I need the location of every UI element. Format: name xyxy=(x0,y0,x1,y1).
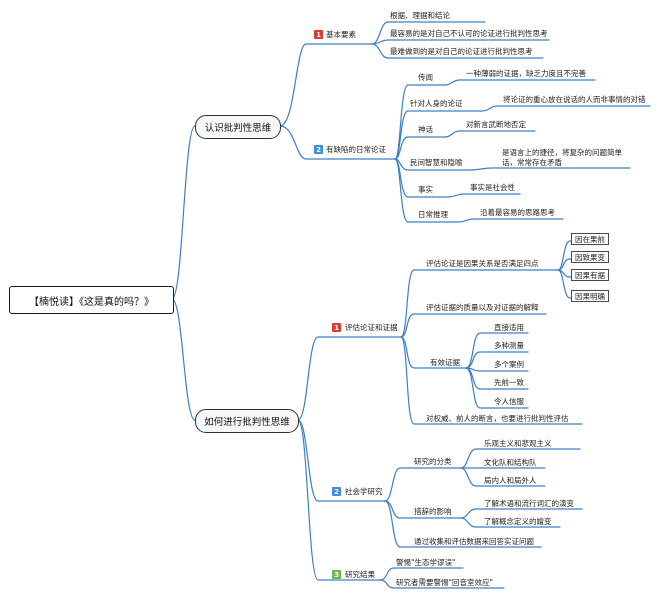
group-research-results[interactable]: 研究结果 xyxy=(345,570,375,579)
flaw-description[interactable]: 将论证的重心放在说话的人而非事情的对错 xyxy=(503,95,646,104)
flaw-description[interactable]: 对新言武断地否定 xyxy=(466,120,526,129)
evidence-quality-item[interactable]: 评估证据的质量以及对证据的解释 xyxy=(426,303,539,312)
research-result-item[interactable]: 警惕"生态学谬误" xyxy=(396,558,456,567)
research-result-item[interactable]: 研究者需要警惕"回音室效应" xyxy=(396,578,493,587)
group-basic-elements[interactable]: 基本要素 xyxy=(326,30,356,39)
priority-1-marker: 1 xyxy=(314,30,323,39)
flaw-type[interactable]: 神话 xyxy=(418,125,433,134)
valid-evidence-item[interactable]: 多个案例 xyxy=(494,360,524,369)
flaw-type[interactable]: 事实 xyxy=(418,185,433,194)
flaw-type[interactable]: 日常推理 xyxy=(418,210,448,219)
valid-evidence-item[interactable]: 多种测量 xyxy=(494,341,524,350)
flaw-description[interactable]: 是语言上的捷径，将复杂的问题简单话，常常存在矛盾 xyxy=(502,148,622,167)
flaw-type[interactable]: 针对人身的论证 xyxy=(410,99,463,108)
root-topic[interactable]: 【楠悦读】《这是真的吗？》 xyxy=(9,286,174,314)
topic-how-to-think-critically[interactable]: 如何进行批判性思维 xyxy=(195,409,299,433)
priority-1-marker: 1 xyxy=(332,323,341,332)
authority-evaluation-item[interactable]: 对权威、前人的断言，也要进行批判性评估 xyxy=(426,414,569,423)
flaw-description[interactable]: 沿着最容易的思路思考 xyxy=(480,208,555,217)
priority-2-marker: 2 xyxy=(314,145,323,154)
cause-criterion[interactable]: 因果有据 xyxy=(571,269,609,281)
valid-evidence-item[interactable]: 先前一致 xyxy=(494,378,524,387)
leaf-basic-element[interactable]: 最容易的是对自己不认可的论证进行批判性思考 xyxy=(390,29,548,38)
group-sociological-research[interactable]: 社会学研究 xyxy=(345,487,383,496)
flaw-type[interactable]: 传闻 xyxy=(418,73,433,82)
priority-3-marker: 3 xyxy=(332,570,341,579)
group-flawed-everyday-arguments[interactable]: 有缺陷的日常论证 xyxy=(326,145,386,154)
wording-influence-item[interactable]: 了解概念定义的嬗变 xyxy=(484,517,552,526)
research-type-item[interactable]: 文化队和结构队 xyxy=(484,458,537,467)
flaw-description[interactable]: 一种薄弱的证据，缺乏力度且不完善 xyxy=(466,69,586,78)
cause-criteria-label[interactable]: 评估论证是因果关系是否满足四点 xyxy=(426,259,539,268)
research-type-item[interactable]: 局内人和局外人 xyxy=(484,476,537,485)
research-type-item[interactable]: 乐观主义和悲观主义 xyxy=(484,439,552,448)
leaf-basic-element[interactable]: 根据、理据和结论 xyxy=(390,11,450,20)
valid-evidence-item[interactable]: 令人信服 xyxy=(494,397,524,406)
cause-criterion[interactable]: 因致果变 xyxy=(571,251,609,263)
wording-influence-label[interactable]: 措辞的影响 xyxy=(414,507,452,516)
valid-evidence-item[interactable]: 直接适用 xyxy=(494,323,524,332)
flaw-description[interactable]: 事实是社会性 xyxy=(470,183,515,192)
priority-2-marker: 2 xyxy=(332,487,341,496)
wording-influence-item[interactable]: 了解术语和流行词汇的演变 xyxy=(484,499,574,508)
flaw-type[interactable]: 民间智慧和隐喻 xyxy=(410,158,463,167)
leaf-basic-element[interactable]: 最难做到的是对自己的论证进行批判性思考 xyxy=(390,47,533,56)
topic-understanding-critical-thinking[interactable]: 认识批判性思维 xyxy=(195,115,281,139)
data-collection-item[interactable]: 通过收集和评估数据来回答实证问题 xyxy=(414,537,534,546)
cause-criterion[interactable]: 因在果前 xyxy=(571,233,609,245)
research-types-label[interactable]: 研究的分类 xyxy=(414,457,452,466)
cause-criterion[interactable]: 因果明确 xyxy=(571,290,609,302)
valid-evidence-label[interactable]: 有效证据 xyxy=(430,358,460,367)
group-evaluate-arguments-evidence[interactable]: 评估论证和证据 xyxy=(345,323,398,332)
